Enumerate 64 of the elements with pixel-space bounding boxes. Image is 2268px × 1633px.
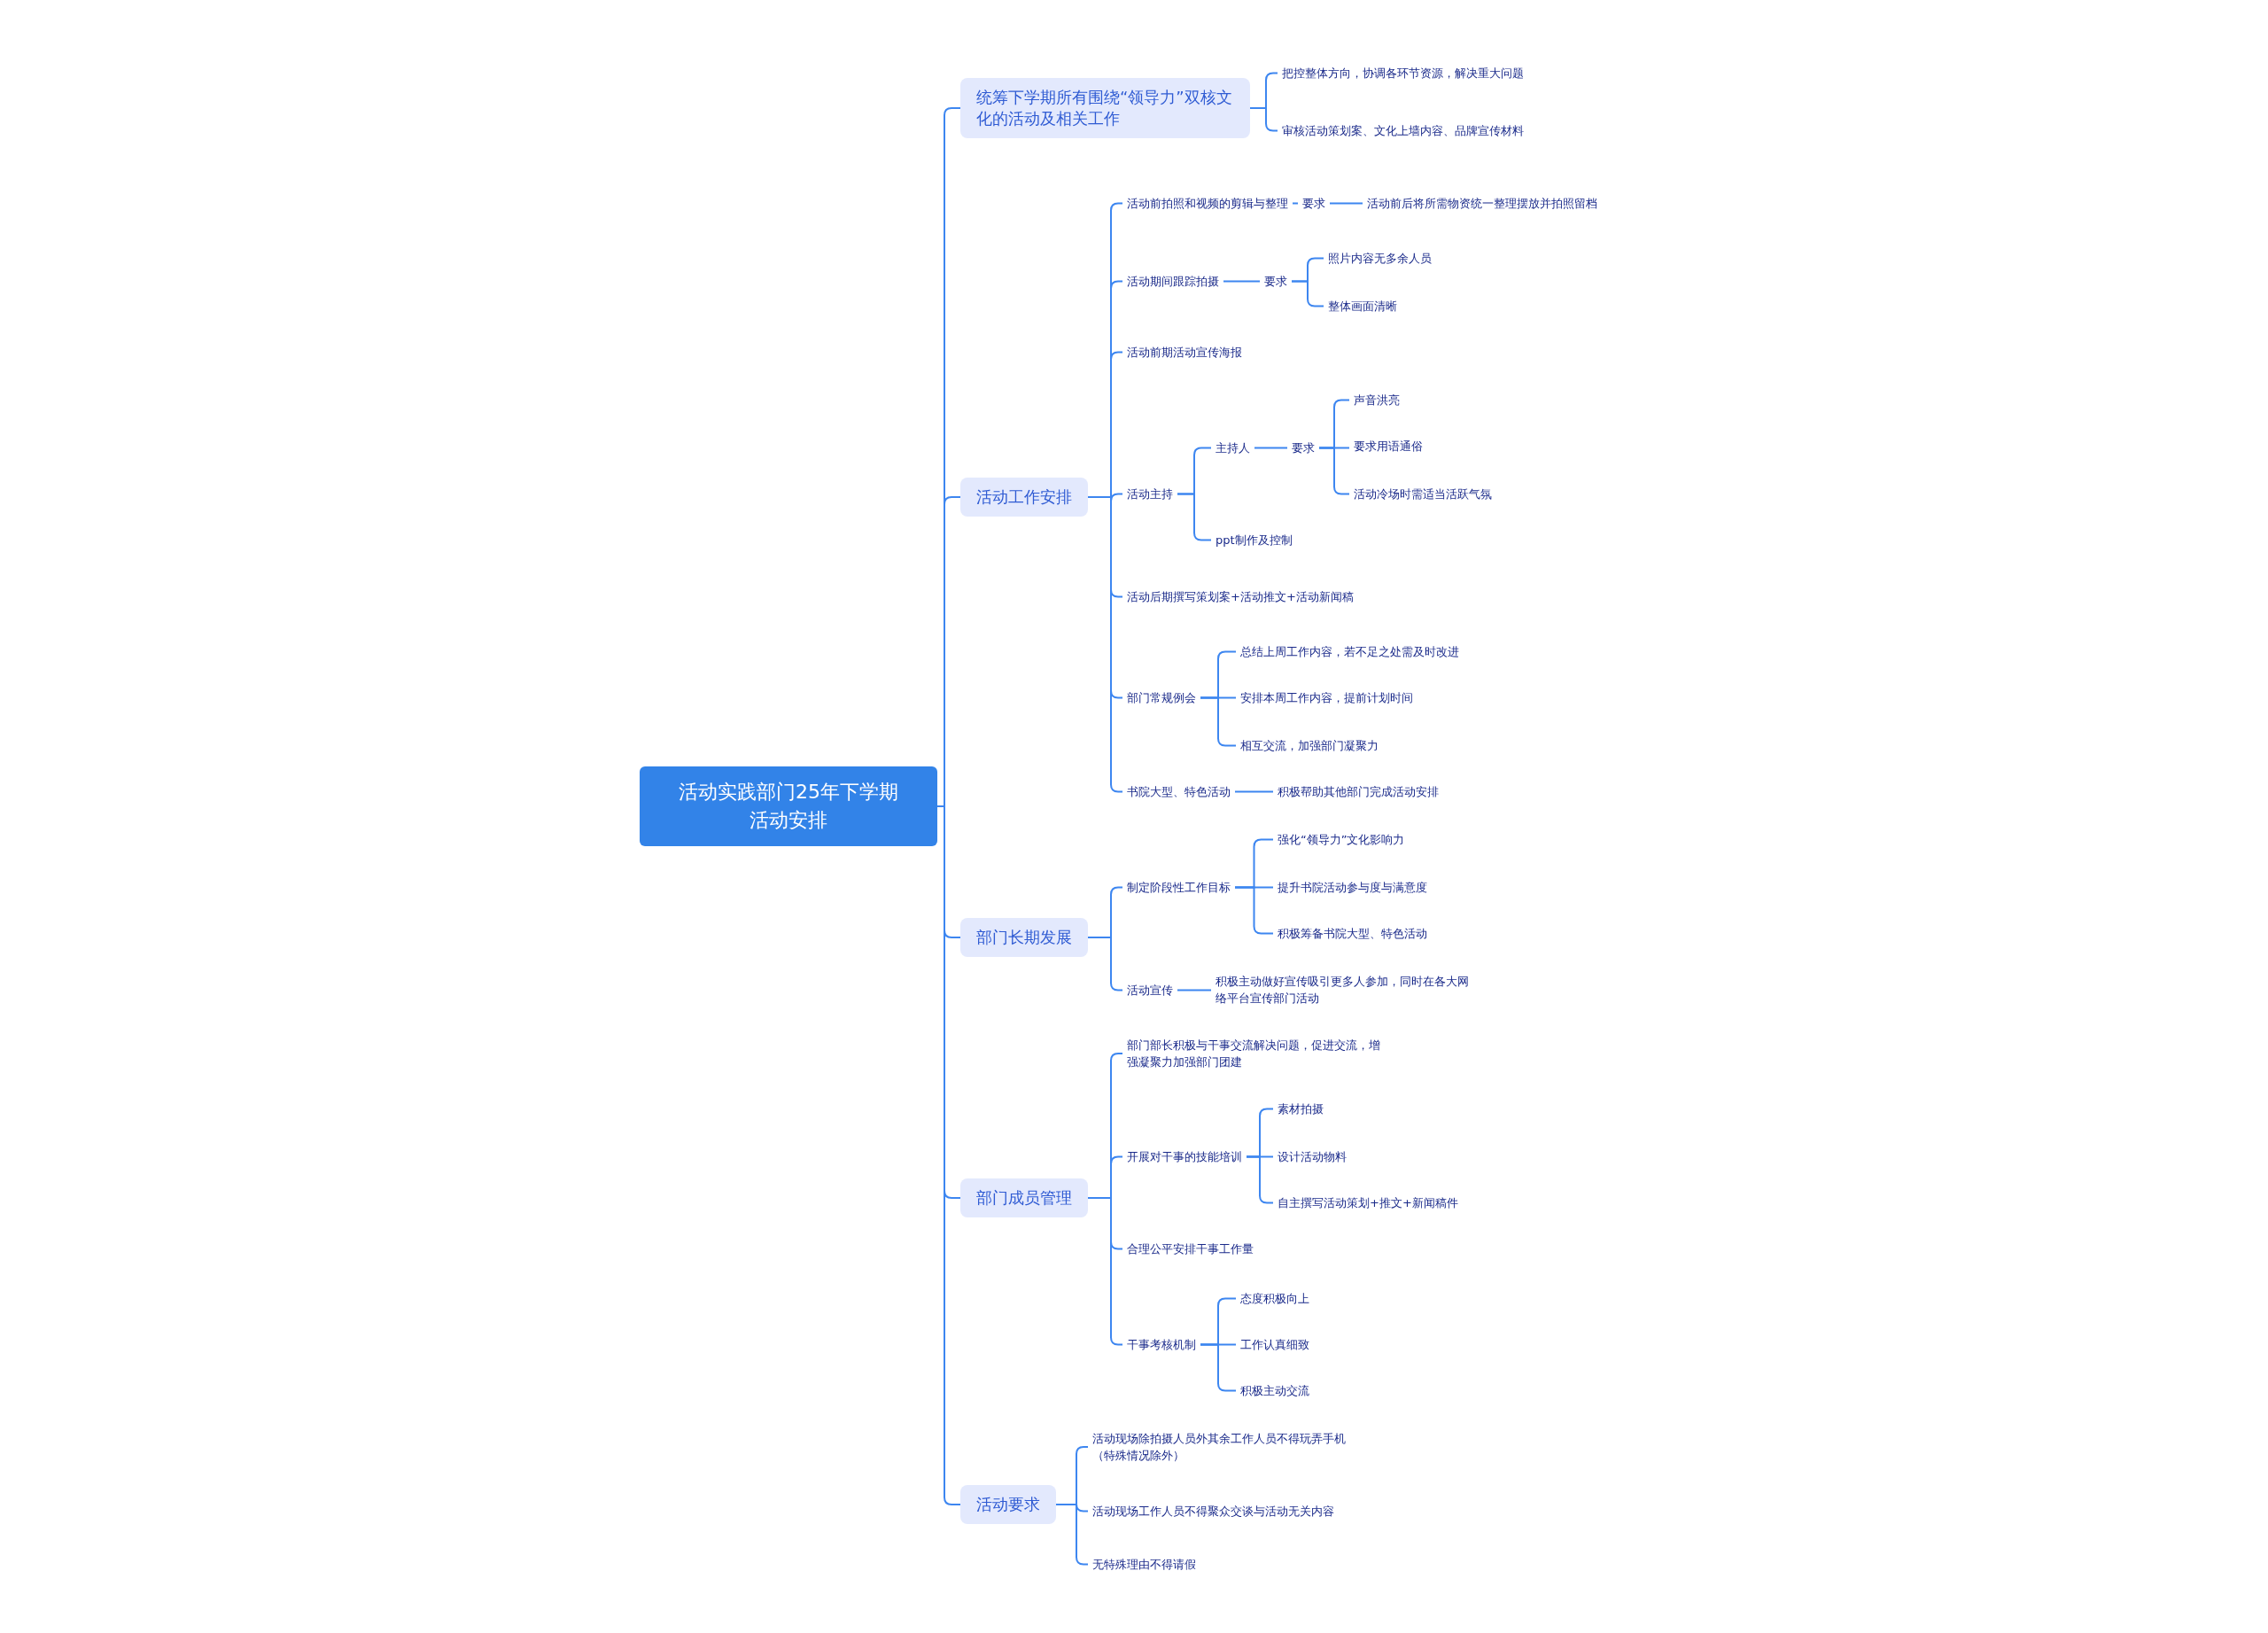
subtopic-text: 要求: [1264, 272, 1287, 290]
subtopic-text: 无特殊理由不得请假: [1092, 1555, 1196, 1573]
subtopic-text: 活动主持: [1127, 485, 1173, 502]
branch-topic: 部门成员管理: [960, 1178, 1088, 1217]
connector-line: [1249, 107, 1278, 132]
connector-line: [1177, 989, 1212, 991]
subtopic-text: 积极主动交流: [1240, 1381, 1309, 1399]
subtopic-text: 部门部长积极与干事交流解决问题，促进交流，增强凝聚力加强部门团建: [1127, 1037, 1384, 1070]
subtopic-text: 声音洪亮: [1354, 391, 1400, 408]
subtopic-text: 活动前拍照和视频的剪辑与整理: [1127, 194, 1288, 212]
subtopic-text: 整体画面清晰: [1328, 297, 1397, 315]
subtopic-text: 活动前后将所需物资统一整理摆放并拍照留档: [1367, 194, 1597, 212]
subtopic-text: 活动宣传: [1127, 981, 1173, 999]
subtopic-text: 要求: [1302, 194, 1325, 212]
subtopic-text: 干事考核机制: [1127, 1335, 1196, 1353]
subtopic-text: 把控整体方向，协调各环节资源，解决重大问题: [1282, 64, 1524, 82]
subtopic-text: 开展对干事的技能培训: [1127, 1147, 1242, 1165]
subtopic-text: 活动前期活动宣传海报: [1127, 343, 1242, 361]
subtopic-text: ppt制作及控制: [1216, 531, 1293, 548]
branch-topic: 活动工作安排: [960, 478, 1088, 517]
subtopic-text: 照片内容无多余人员: [1328, 249, 1432, 267]
subtopic-text: 提升书院活动参与度与满意度: [1278, 878, 1427, 896]
subtopic-text: 自主撰写活动策划+推文+新闻稿件: [1278, 1194, 1458, 1211]
subtopic-text: 审核活动策划案、文化上墙内容、品牌宣传材料: [1282, 121, 1524, 139]
connector-line: [1087, 496, 1123, 793]
subtopic-text: 主持人: [1216, 439, 1250, 456]
connector-line: [1292, 202, 1299, 205]
subtopic-text: 总结上周工作内容，若不足之处需及时改进: [1240, 642, 1459, 660]
subtopic-text: 活动现场除拍摄人员外其余工作人员不得玩弄手机（特殊情况除外）: [1092, 1430, 1354, 1464]
subtopic-text: 积极筹备书院大型、特色活动: [1278, 924, 1427, 942]
connector-line: [1223, 280, 1261, 283]
subtopic-text: 强化“领导力”文化影响力: [1278, 830, 1405, 848]
connector-line: [1234, 790, 1274, 793]
subtopic-text: 合理公平安排干事工作量: [1127, 1240, 1254, 1257]
central-topic: 活动实践部门25年下学期活动安排: [640, 766, 937, 846]
subtopic-text: 要求用语通俗: [1354, 437, 1423, 455]
branch-topic: 部门长期发展: [960, 918, 1088, 957]
subtopic-text: 积极帮助其他部门完成活动安排: [1278, 782, 1439, 800]
branch-topic: 统筹下学期所有围绕“领导力”双核文化的活动及相关工作: [960, 78, 1250, 138]
subtopic-text: 活动冷场时需适当活跃气氛: [1354, 485, 1492, 502]
subtopic-text: 制定阶段性工作目标: [1127, 878, 1231, 896]
connector-line: [1200, 696, 1237, 747]
subtopic-text: 态度积极向上: [1240, 1289, 1309, 1307]
connector-line: [1234, 886, 1274, 935]
subtopic-text: 积极主动做好宣传吸引更多人参加，同时在各大网络平台宣传部门活动: [1216, 973, 1472, 1007]
connector-line: [1318, 447, 1350, 495]
connector-line: [1329, 202, 1363, 205]
subtopic-text: 设计活动物料: [1278, 1147, 1347, 1165]
connector-line: [1254, 447, 1288, 449]
subtopic-text: 活动后期撰写策划案+活动推文+活动新闻稿: [1127, 587, 1354, 605]
subtopic-text: 要求: [1292, 439, 1315, 456]
connector-line: [1246, 1155, 1274, 1204]
connector-line: [1291, 280, 1324, 307]
subtopic-text: 安排本周工作内容，提前计划时间: [1240, 688, 1413, 706]
connector-line: [1200, 1343, 1237, 1392]
subtopic-text: 相互交流，加强部门凝聚力: [1240, 736, 1379, 754]
subtopic-text: 部门常规例会: [1127, 688, 1196, 706]
subtopic-text: 工作认真细致: [1240, 1335, 1309, 1353]
connector-line: [1177, 493, 1212, 541]
subtopic-text: 活动期间跟踪拍摄: [1127, 272, 1219, 290]
branch-topic: 活动要求: [960, 1485, 1056, 1524]
subtopic-text: 素材拍摄: [1278, 1100, 1324, 1117]
subtopic-text: 活动现场工作人员不得聚众交谈与活动无关内容: [1092, 1502, 1334, 1520]
subtopic-text: 书院大型、特色活动: [1127, 782, 1231, 800]
